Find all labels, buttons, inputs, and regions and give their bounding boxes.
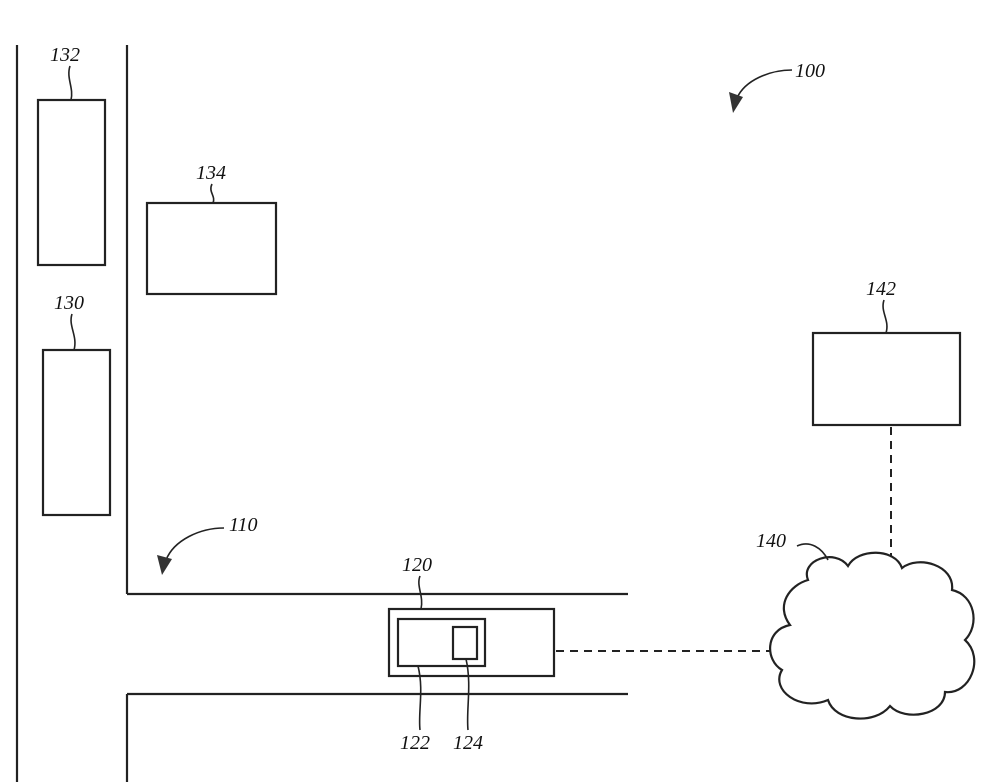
leader-124	[465, 658, 470, 731]
network-cloud-140	[769, 551, 976, 720]
label-130: 130	[54, 292, 84, 314]
label-120: 120	[402, 554, 432, 576]
label-124: 124	[453, 732, 483, 754]
label-110: 110	[229, 514, 258, 536]
leader-134	[210, 183, 215, 204]
leader-132	[68, 65, 73, 101]
arrow-100-curve	[736, 69, 793, 99]
box-134	[145, 201, 278, 296]
label-142: 142	[866, 278, 896, 300]
label-134: 134	[196, 162, 226, 184]
label-100: 100	[795, 60, 825, 82]
server-box-142	[811, 331, 962, 427]
box-132	[36, 98, 107, 267]
label-132: 132	[50, 44, 80, 66]
leader-142	[882, 299, 888, 334]
leader-140	[796, 543, 829, 561]
leader-122	[417, 665, 422, 731]
leader-120	[418, 575, 423, 610]
arrow-100-head	[729, 92, 743, 113]
arrow-110-head	[157, 555, 172, 575]
box-130	[41, 348, 112, 517]
arrow-110-curve	[165, 527, 225, 561]
vehicle-device-124	[451, 625, 479, 661]
leader-130	[70, 313, 76, 351]
label-122: 122	[400, 732, 430, 754]
label-140: 140	[756, 530, 786, 552]
